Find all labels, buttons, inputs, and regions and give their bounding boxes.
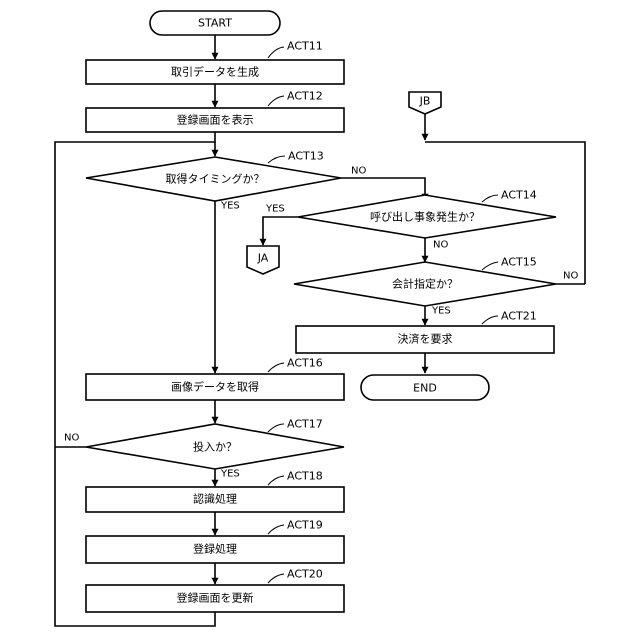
act17-label: 投入か？ — [193, 440, 237, 454]
act14-decision: 呼び出し事象発生か？ ACT14 YES NO — [265, 189, 556, 251]
act16-leader — [268, 363, 284, 372]
act15-yes-label: YES — [431, 306, 451, 317]
act21-label: 決済を要求 — [398, 332, 453, 346]
act20-leader — [268, 574, 284, 583]
act13-step: ACT13 — [288, 150, 324, 163]
end-label: END — [413, 382, 437, 395]
act14-step: ACT14 — [501, 189, 537, 202]
act20-label: 登録画面を更新 — [177, 591, 254, 605]
act12-leader — [268, 96, 284, 106]
act17-step: ACT17 — [287, 418, 323, 431]
ja-label: JA — [257, 252, 269, 265]
ja-connector: JA — [247, 246, 279, 274]
act13-decision: 取得タイミングか？ ACT13 NO YES — [86, 150, 366, 212]
act21-leader — [482, 316, 498, 324]
end-terminal: END — [361, 375, 489, 400]
act14-label: 呼び出し事象発生か？ — [370, 210, 480, 224]
act18-step: ACT18 — [287, 470, 323, 483]
act14-yes-label: YES — [265, 204, 285, 215]
arrow-act14-yes-ja — [263, 217, 298, 245]
act17-yes-label: YES — [220, 469, 240, 480]
act18-leader — [268, 476, 284, 485]
act13-leader — [268, 156, 285, 163]
act15-label: 会計指定か？ — [392, 277, 458, 291]
act13-label: 取得タイミングか？ — [166, 172, 265, 186]
act13-no-label: NO — [351, 166, 366, 177]
act16-label: 画像データを取得 — [171, 380, 259, 394]
act19-step: ACT19 — [287, 519, 323, 532]
jb-label: JB — [419, 95, 431, 108]
act11-leader — [268, 47, 284, 58]
act17-leader — [268, 424, 284, 432]
act12-label: 登録画面を表示 — [177, 113, 254, 127]
act17-no-label: NO — [64, 433, 79, 444]
act11-step: ACT11 — [287, 40, 323, 53]
act15-no-label: NO — [563, 271, 578, 282]
act16-step: ACT16 — [287, 357, 323, 370]
act14-leader — [482, 195, 498, 202]
start-label: START — [198, 17, 232, 30]
act18-label: 認識処理 — [193, 492, 237, 506]
act13-yes-label: YES — [220, 201, 240, 212]
jb-connector: JB — [409, 92, 441, 114]
act15-step: ACT15 — [501, 256, 537, 269]
act19-leader — [268, 525, 284, 534]
act11-label: 取引データを生成 — [171, 65, 259, 79]
act14-no-label: NO — [433, 240, 448, 251]
start-terminal: START — [150, 11, 280, 35]
act15-decision: 会計指定か？ ACT15 NO YES — [294, 256, 585, 317]
act12-step: ACT12 — [287, 90, 323, 103]
act20-step: ACT20 — [287, 568, 323, 581]
act15-leader — [482, 262, 498, 270]
act19-label: 登録処理 — [193, 542, 237, 556]
act21-step: ACT21 — [501, 310, 537, 323]
